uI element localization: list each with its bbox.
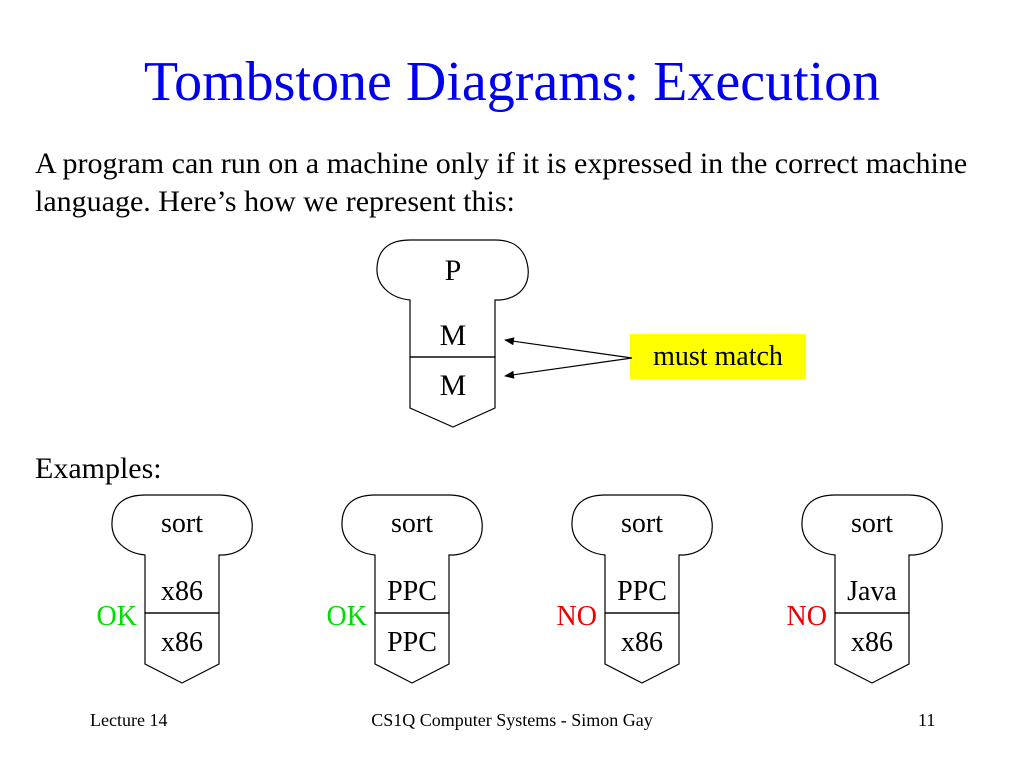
example-machine-pentagon	[604, 612, 680, 684]
example-machine-label: PPC	[387, 627, 437, 658]
example-program-label: sort	[391, 508, 433, 539]
slide-title: Tombstone Diagrams: Execution	[143, 51, 881, 113]
example-verdict-no: NO	[557, 601, 597, 632]
main-program-label: P	[445, 254, 462, 287]
arrow-to-machine	[504, 357, 633, 379]
example-program-tombstone	[801, 494, 943, 614]
example-program-label: sort	[161, 508, 203, 539]
example-program-tombstone	[341, 494, 483, 614]
example-machine-pentagon	[834, 612, 910, 684]
must-match-callout: must match	[504, 334, 806, 379]
example-language-label: x86	[161, 576, 203, 607]
main-program-tombstone: P M	[376, 239, 529, 358]
main-machine-label: M	[440, 369, 467, 402]
example-verdict-ok: OK	[327, 601, 367, 632]
intro-text: A program can run on a machine only if i…	[35, 147, 968, 218]
main-machine-pentagon: M	[409, 356, 496, 428]
example-machine-label: x86	[851, 627, 893, 658]
example-program-tombstone	[571, 494, 713, 614]
arrow-to-language	[504, 337, 633, 359]
example-verdict-ok: OK	[97, 601, 137, 632]
example-machine-pentagon	[144, 612, 220, 684]
example-program-tombstone	[111, 494, 253, 614]
example-program-label: sort	[621, 508, 663, 539]
callout-highlight	[630, 334, 806, 379]
footer-lecture: Lecture 14	[90, 710, 168, 730]
examples-label: Examples:	[35, 452, 162, 485]
footer-page-number: 11	[918, 710, 936, 730]
example-machine-label: x86	[161, 627, 203, 658]
example-language-label: PPC	[617, 576, 667, 607]
example-machine-pentagon	[374, 612, 450, 684]
examples-group: sortx86x86OKsortPPCPPCOKsortPPCx86NOsort…	[97, 494, 943, 684]
callout-label: must match	[653, 341, 783, 372]
example-language-label: PPC	[387, 576, 437, 607]
example-program-label: sort	[851, 508, 893, 539]
footer-course: CS1Q Computer Systems - Simon Gay	[371, 710, 653, 730]
example-language-label: Java	[847, 576, 897, 607]
example-machine-label: x86	[621, 627, 663, 658]
main-language-label: M	[440, 319, 467, 352]
example-verdict-no: NO	[787, 601, 827, 632]
